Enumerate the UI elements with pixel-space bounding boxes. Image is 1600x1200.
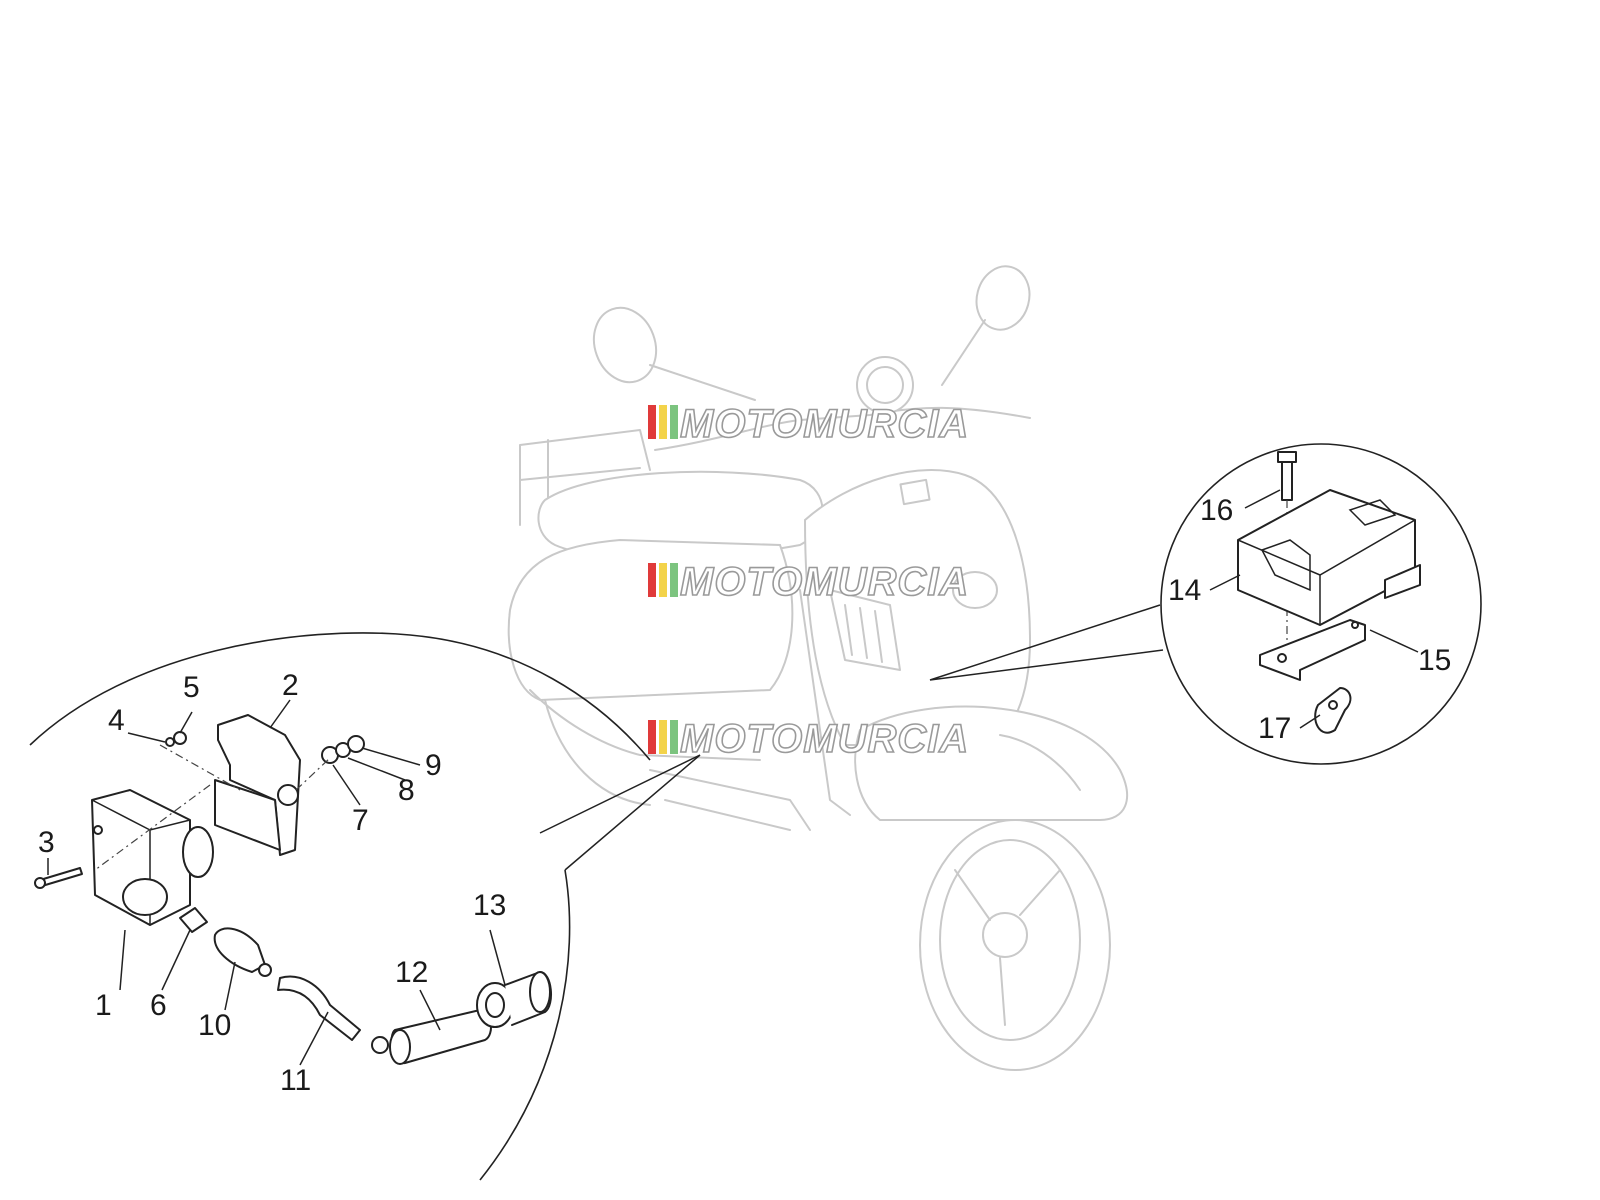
watermark-text: MOTOMURCIA: [680, 717, 969, 761]
watermark-stripe-red: [648, 563, 656, 597]
part-socket-10: [213, 927, 272, 977]
callout-16: 16: [1200, 494, 1233, 527]
callout-7: 7: [352, 804, 369, 837]
part-connector-6: [179, 907, 208, 933]
scooter-outline: [507, 265, 1129, 1071]
part-relay-unit: [91, 789, 214, 926]
part-cover-14: [1237, 489, 1421, 626]
part-nut-4-5: [94, 731, 241, 871]
callout-17: 17: [1258, 712, 1291, 745]
callout-1: 1: [95, 989, 112, 1022]
callout-9: 9: [425, 749, 442, 782]
part-cable-11: [277, 975, 361, 1041]
callout-leaders: [47, 489, 1419, 1066]
watermark-stripe-yellow: [659, 720, 667, 754]
part-washers-7-8-9: [295, 735, 365, 791]
callout-15: 15: [1418, 644, 1451, 677]
callout-12: 12: [395, 956, 428, 989]
callout-8: 8: [398, 774, 415, 807]
callout-labels: 1 2 3 4 5 6 7 8 9 10 11 12 13 14 15 16 1…: [38, 494, 1451, 1097]
callout-10: 10: [198, 1009, 231, 1042]
callout-6: 6: [150, 989, 167, 1022]
watermark-1: MOTOMURCIA: [648, 401, 969, 447]
part-plug-12: [371, 1009, 492, 1065]
callout-2: 2: [282, 669, 299, 702]
part-plate-17: [1314, 687, 1352, 734]
callout-11: 11: [280, 1064, 311, 1097]
detail-bubble-left: [29, 632, 701, 1181]
watermark-3: MOTOMURCIA: [648, 716, 969, 762]
callout-5: 5: [183, 671, 200, 704]
callout-13: 13: [473, 889, 506, 922]
watermark-stripe-red: [648, 405, 656, 439]
part-grommet-13: [476, 971, 552, 1028]
detail-bubble-right: [929, 443, 1482, 765]
part-screw-3: [34, 867, 83, 889]
watermark-text: MOTOMURCIA: [680, 560, 969, 604]
watermark-text: MOTOMURCIA: [680, 402, 969, 446]
watermark-stripe-yellow: [659, 563, 667, 597]
watermark-stripe-green: [670, 720, 678, 754]
callout-4: 4: [108, 704, 125, 737]
watermark-stripe-green: [670, 563, 678, 597]
watermark-stripe-yellow: [659, 405, 667, 439]
part-bracket-15: [1259, 619, 1366, 681]
watermark-stripe-red: [648, 720, 656, 754]
watermark-2: MOTOMURCIA: [648, 559, 969, 605]
part-bracket: [214, 714, 301, 856]
callout-14: 14: [1168, 574, 1201, 607]
watermark-stripe-green: [670, 405, 678, 439]
callout-3: 3: [38, 826, 55, 859]
